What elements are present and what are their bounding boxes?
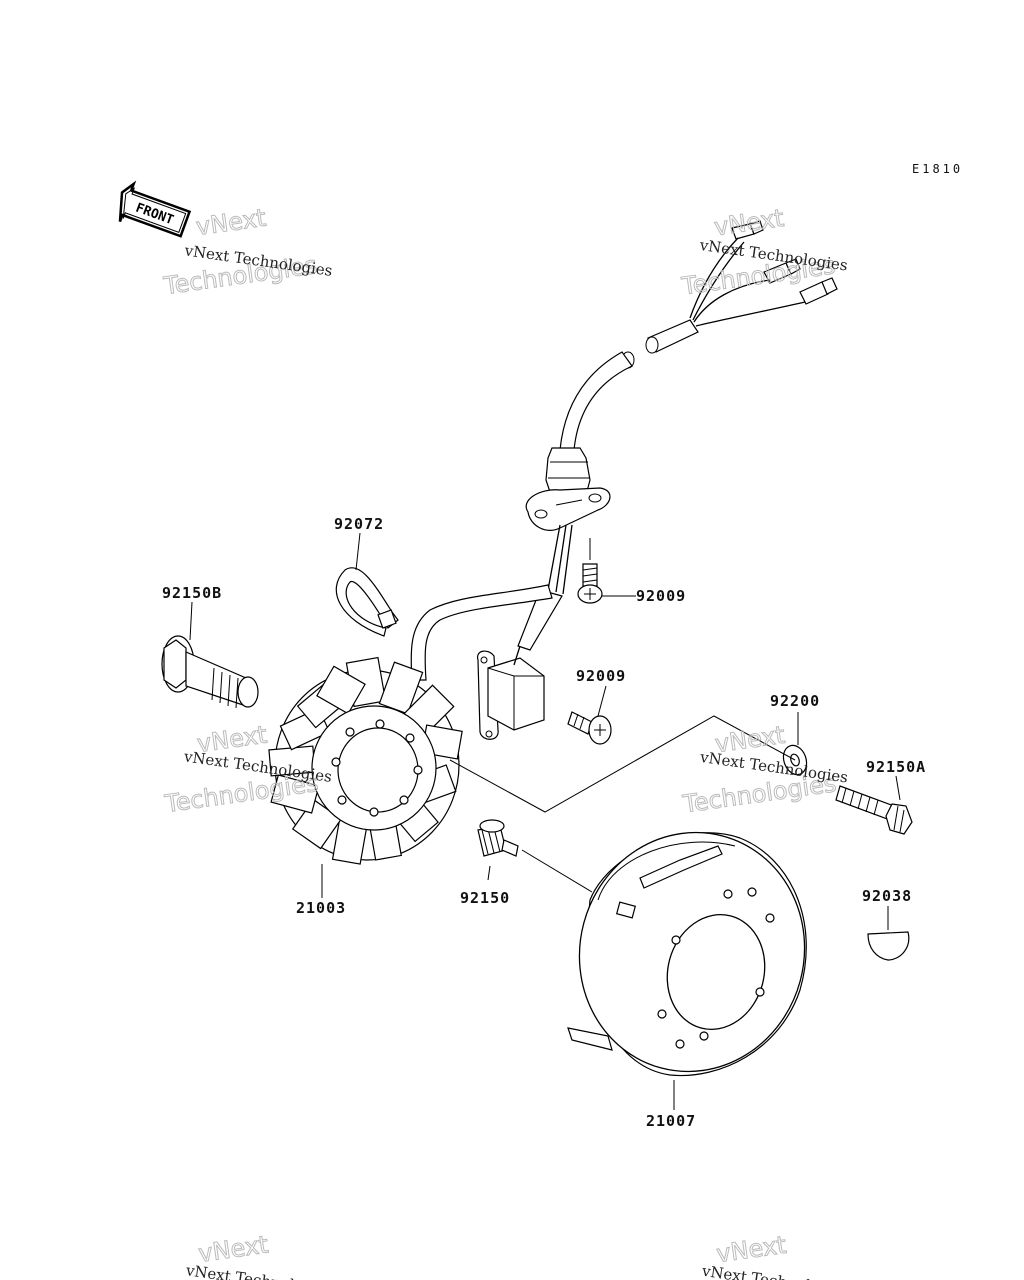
part-label-21007: 21007 — [646, 1112, 696, 1130]
part-label-92038: 92038 — [862, 887, 912, 905]
part-labels: 92072 92150B 92009 92009 92200 92150A 21… — [162, 515, 926, 1130]
part-label-92150: 92150 — [460, 889, 510, 907]
part-label-92150B: 92150B — [162, 584, 222, 602]
diagram-code: E1810 — [912, 162, 963, 176]
svg-text:vNext: vNext — [715, 1231, 788, 1268]
screw-92009-lower — [567, 711, 612, 745]
watermark-bottom-right: vNext vNext Technologies — [700, 1230, 851, 1280]
svg-text:vNext: vNext — [197, 1230, 270, 1267]
part-label-92009-lower: 92009 — [576, 667, 626, 685]
svg-text:vNext Technologies: vNext Technologies — [700, 1262, 851, 1280]
part-label-92009-upper: 92009 — [636, 587, 686, 605]
part-label-92200: 92200 — [770, 692, 820, 710]
screw-92009-upper — [577, 563, 603, 604]
part-label-21003: 21003 — [296, 899, 346, 917]
stator-21003 — [268, 656, 463, 865]
watermark-bottom-left: vNext vNext Technologies — [184, 1230, 335, 1280]
pickup-coil — [476, 645, 545, 740]
front-arrow-icon: FRONT — [118, 180, 192, 238]
watermark-middle-right: vNext Technologies vNext Technologies — [680, 720, 849, 819]
bolt-92150 — [477, 819, 519, 857]
part-label-92150A: 92150A — [866, 758, 926, 776]
svg-text:vNext: vNext — [194, 204, 267, 241]
connector-3-icon — [799, 277, 838, 305]
svg-text:vNext: vNext — [712, 204, 785, 241]
bolt-92150A — [835, 785, 913, 835]
rotor-21007 — [567, 831, 807, 1077]
part-label-92072: 92072 — [334, 515, 384, 533]
woodruff-key-92038 — [867, 931, 910, 961]
connector-1-icon — [731, 220, 764, 240]
flange-bolt-92150B — [161, 635, 259, 709]
connector-2-icon — [763, 258, 801, 284]
svg-text:vNext Technologies: vNext Technologies — [184, 1261, 335, 1280]
leader-lines — [189, 532, 901, 1110]
wiring-harness — [410, 220, 838, 740]
cable-tie-92072 — [335, 567, 399, 637]
